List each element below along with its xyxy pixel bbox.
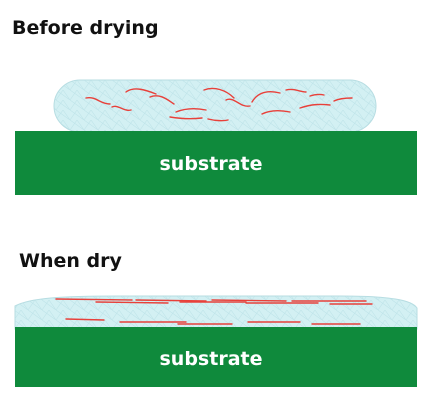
fiber — [149, 95, 175, 105]
substrate-label: substrate — [160, 348, 263, 370]
fiber — [309, 93, 325, 97]
fiber — [211, 299, 287, 302]
substrate-label: substrate — [160, 153, 263, 175]
fiber — [111, 105, 132, 112]
fiber — [135, 299, 207, 302]
fiber — [65, 318, 105, 321]
wet-fibers — [85, 87, 353, 122]
dry-fibers — [55, 298, 373, 325]
fiber — [333, 97, 353, 102]
fiber — [251, 91, 281, 103]
when-dry-panel: substrate — [14, 295, 418, 387]
dry-film-mesh — [15, 296, 417, 329]
wet-film-mesh — [54, 80, 376, 132]
before-drying-title: Before drying — [12, 17, 159, 39]
when-dry-title: When dry — [19, 250, 122, 272]
fiber — [175, 107, 207, 113]
fiber — [203, 87, 235, 99]
fiber — [125, 88, 157, 95]
fiber — [225, 98, 251, 107]
fiber — [55, 298, 133, 301]
fiber — [169, 116, 203, 120]
substrate-block — [15, 327, 417, 387]
fiber — [85, 96, 111, 105]
fiber — [95, 301, 169, 304]
fiber — [285, 88, 307, 93]
before-drying-panel: substrate — [15, 79, 417, 195]
fiber — [299, 103, 331, 109]
fiber — [261, 109, 291, 115]
substrate-block — [15, 131, 417, 195]
fiber — [207, 118, 229, 122]
